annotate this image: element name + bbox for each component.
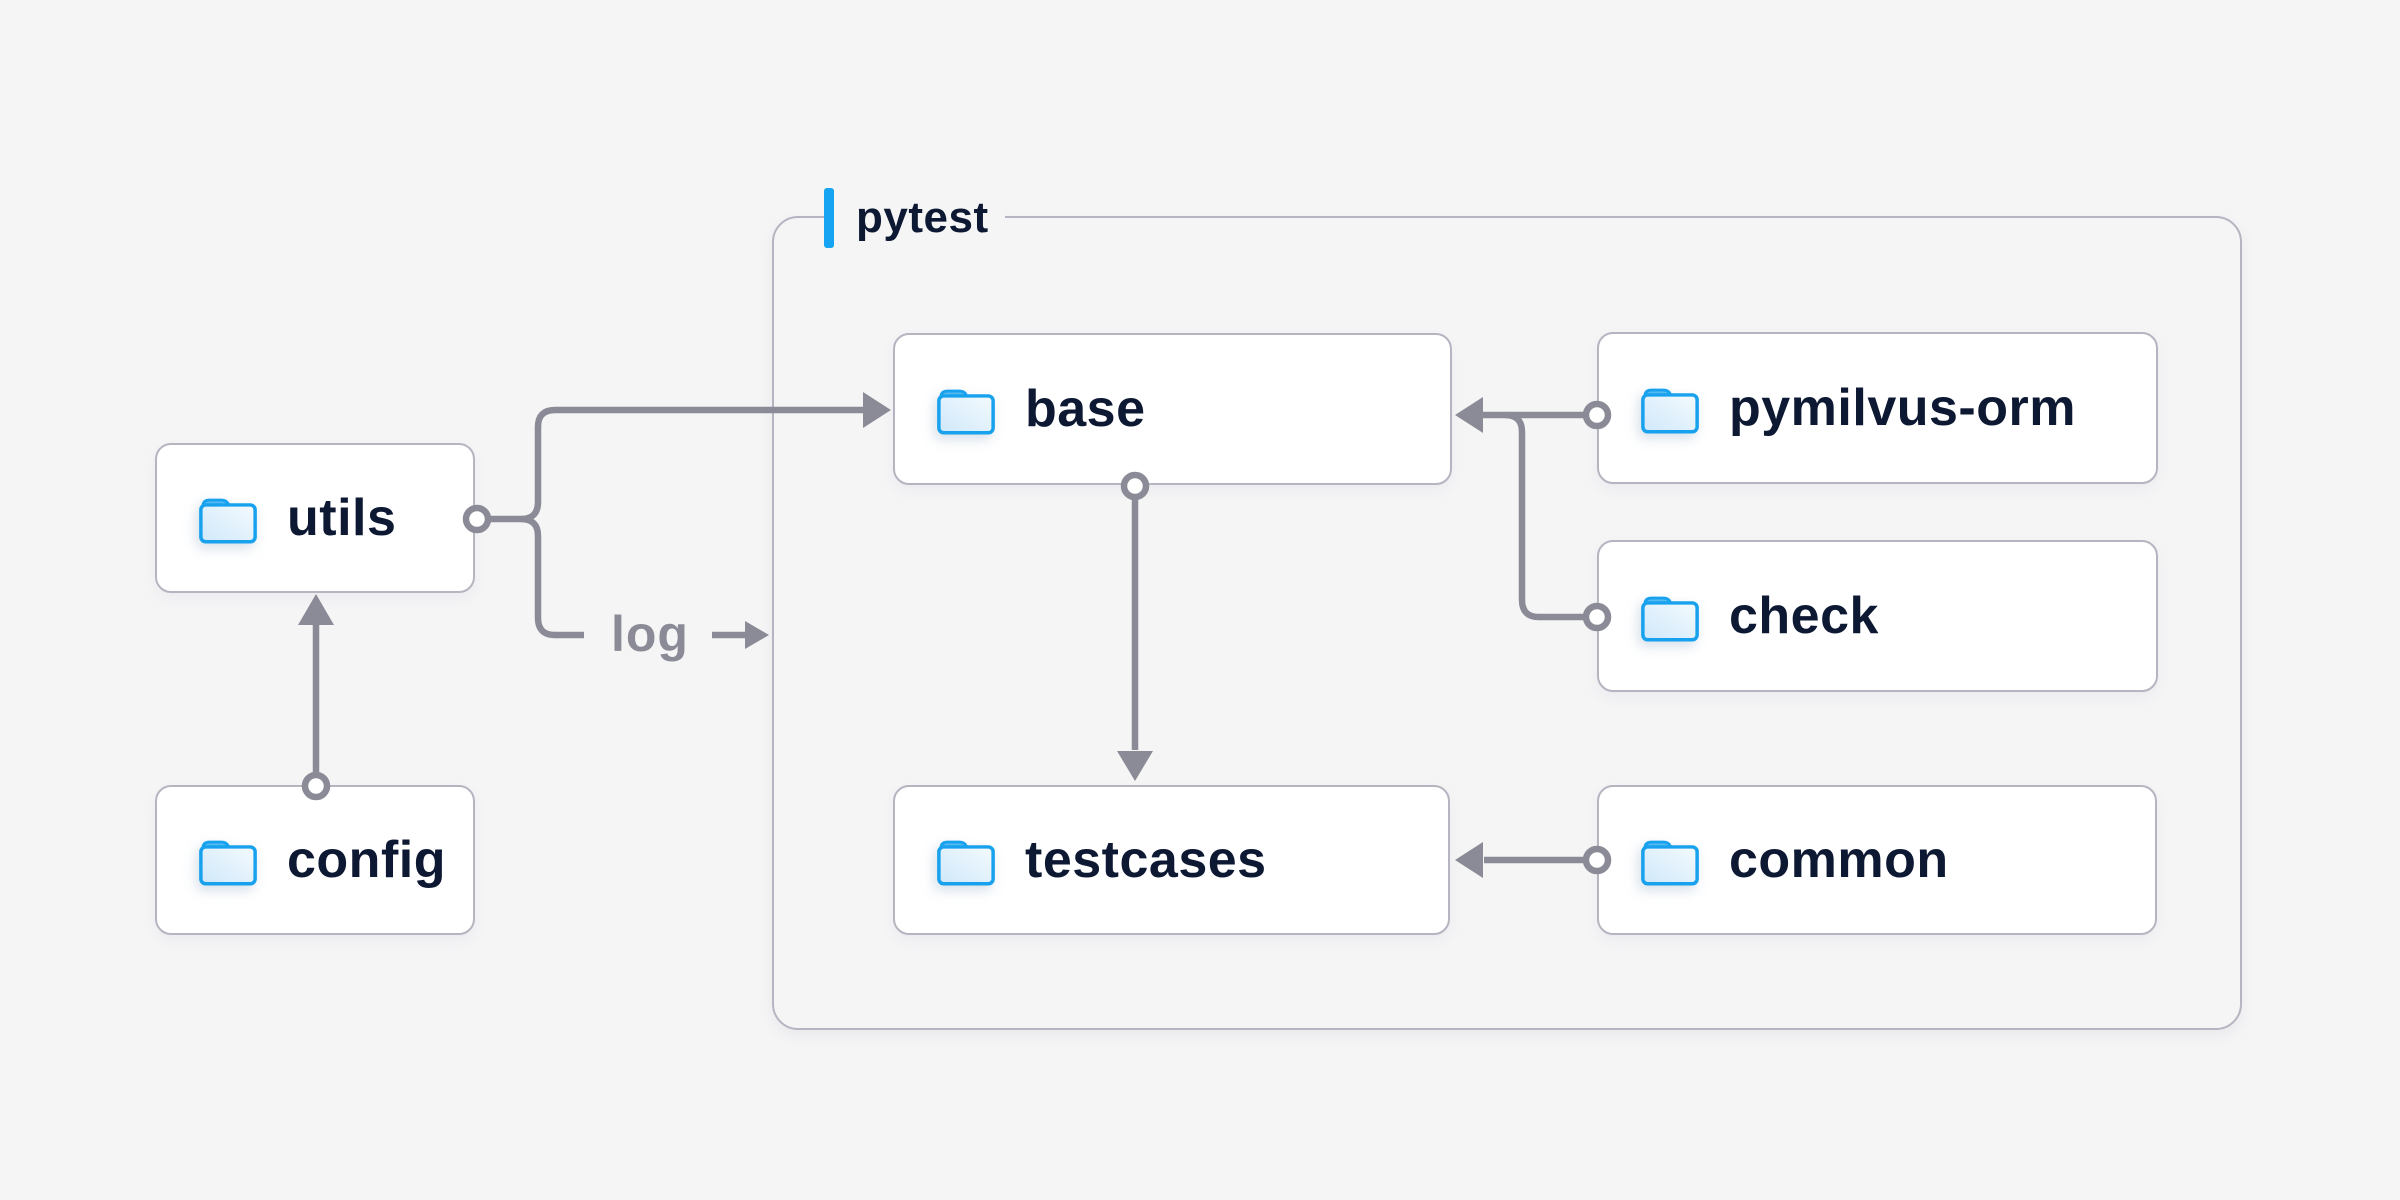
node-label-base: base xyxy=(1025,380,1146,438)
folder-icon xyxy=(935,383,997,436)
arrowhead-right-icon xyxy=(745,621,769,649)
node-label-utils: utils xyxy=(287,489,397,547)
node-label-common: common xyxy=(1729,831,1949,889)
node-pymilvus-orm: pymilvus-orm xyxy=(1597,332,2158,484)
folder-icon xyxy=(935,834,997,887)
folder-icon xyxy=(1639,382,1701,435)
node-label-config: config xyxy=(287,831,446,889)
edge-log-arrow xyxy=(712,621,769,649)
arrowhead-up-icon xyxy=(298,594,334,625)
folder-icon xyxy=(197,834,259,887)
node-config: config xyxy=(155,785,475,935)
node-testcases: testcases xyxy=(893,785,1450,935)
folder-icon xyxy=(1639,590,1701,643)
node-label-testcases: testcases xyxy=(1025,831,1267,889)
node-label-pymilvus-orm: pymilvus-orm xyxy=(1729,379,2076,437)
node-label-check: check xyxy=(1729,587,1879,645)
folder-icon xyxy=(1639,834,1701,887)
accent-bar xyxy=(824,188,834,248)
node-common: common xyxy=(1597,785,2157,935)
edge-utils-log-branch xyxy=(462,504,584,639)
pytest-group-label: pytest xyxy=(824,187,1005,249)
node-base: base xyxy=(893,333,1452,485)
node-check: check xyxy=(1597,540,2158,692)
edge-label-log: log xyxy=(611,606,689,662)
pytest-group: pytest xyxy=(772,187,2242,1030)
pytest-group-title: pytest xyxy=(856,193,989,242)
node-utils: utils xyxy=(155,443,475,593)
edge-config-to-utils xyxy=(298,594,334,801)
folder-icon xyxy=(197,492,259,545)
